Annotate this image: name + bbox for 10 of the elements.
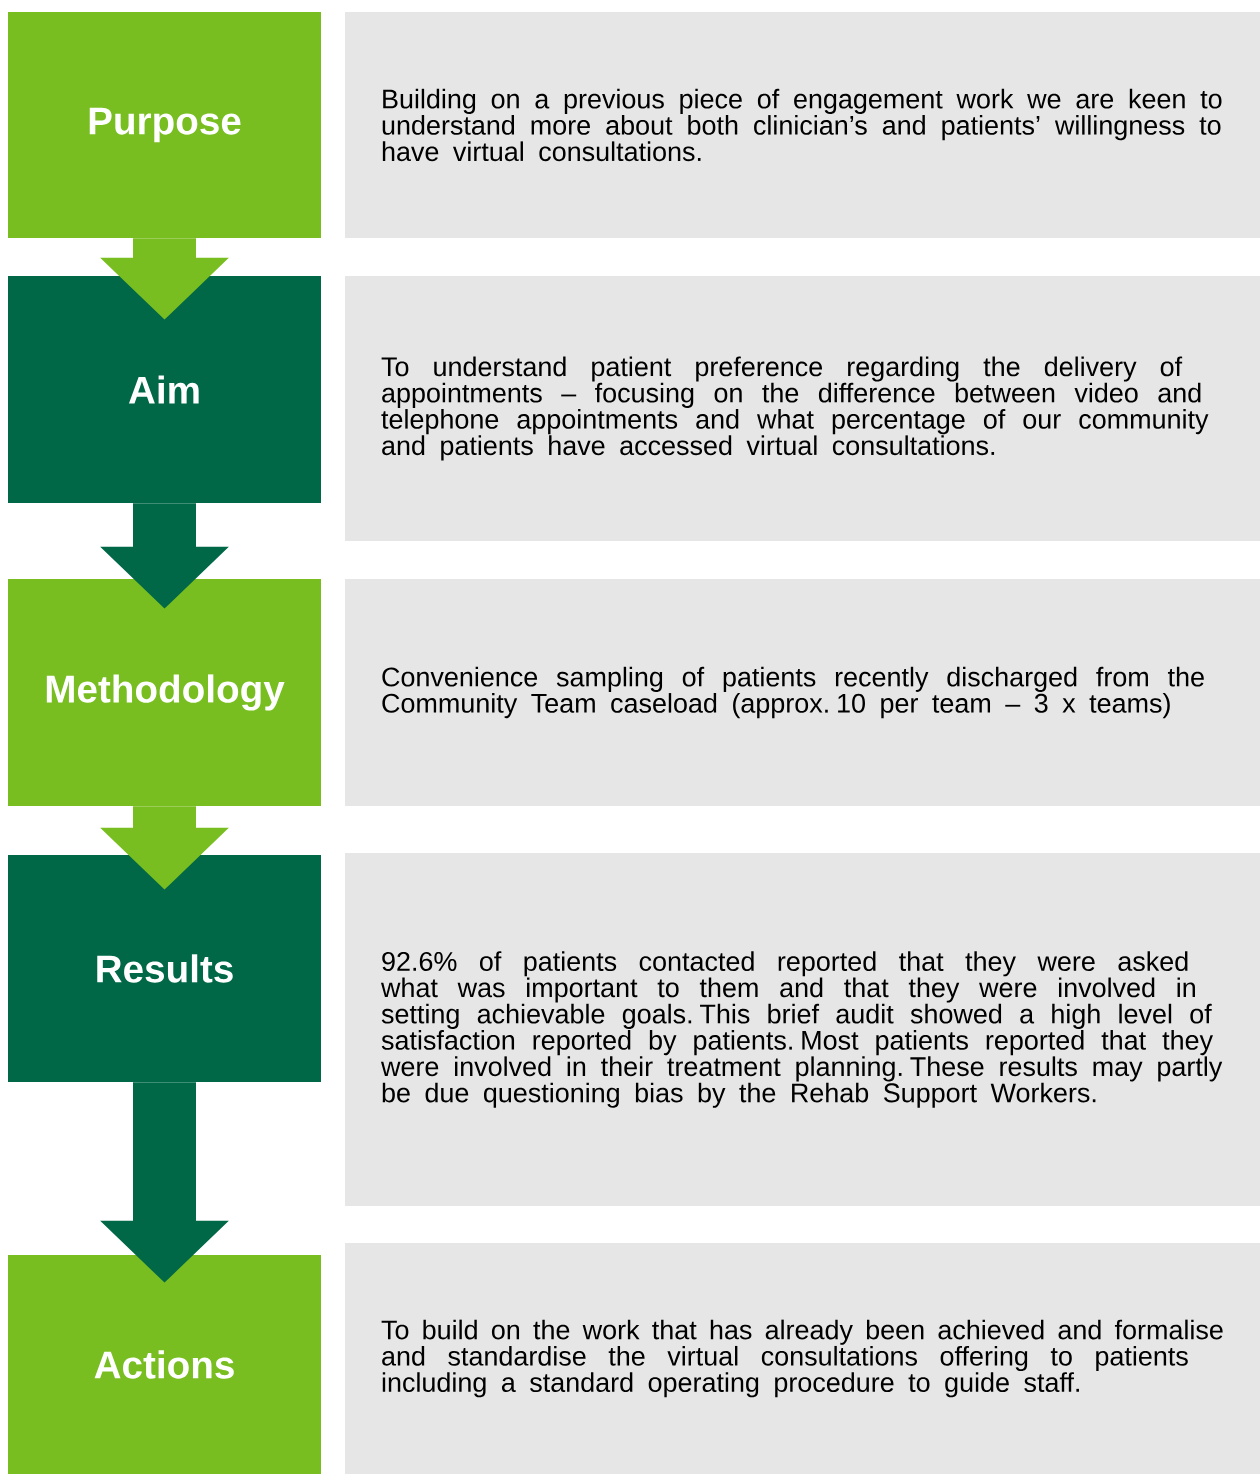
description-box: 92.6% of patients contacted reported that they were asked what was important to them and that they were involved in setting achievable goals. This brief audit showed a high level of satisfaction reported by patients. Most patients reported that they were involved in their treatment planning. These results may partly be due questioning bias by the Rehab Support Workers. bbox=[345, 853, 1260, 1206]
stage-box: Purpose bbox=[8, 12, 321, 238]
stage-box: Actions bbox=[8, 1255, 321, 1474]
stage-box: Results bbox=[8, 855, 321, 1082]
description-box: Building on a previous piece of engagement work we are keen to understand more about both clinician’s and patients’ willingness to have virtual consultations. bbox=[345, 12, 1260, 238]
stage-box: Methodology bbox=[8, 579, 321, 806]
description-box: To understand patient preference regarding the delivery of appointments – focusing on the difference between video and telephone appointments and what percentage of our community and patients have accessed virtual consultations. bbox=[345, 276, 1260, 541]
description-box: To build on the work that has already been achieved and formalise and standardise the virtual consultations offering to patients including a standard operating procedure to guide staff. bbox=[345, 1243, 1260, 1474]
stage-box: Aim bbox=[8, 276, 321, 503]
description-box: Convenience sampling of patients recently discharged from the Community Team caseload (approx. 10 per team – 3 x teams) bbox=[345, 579, 1260, 806]
